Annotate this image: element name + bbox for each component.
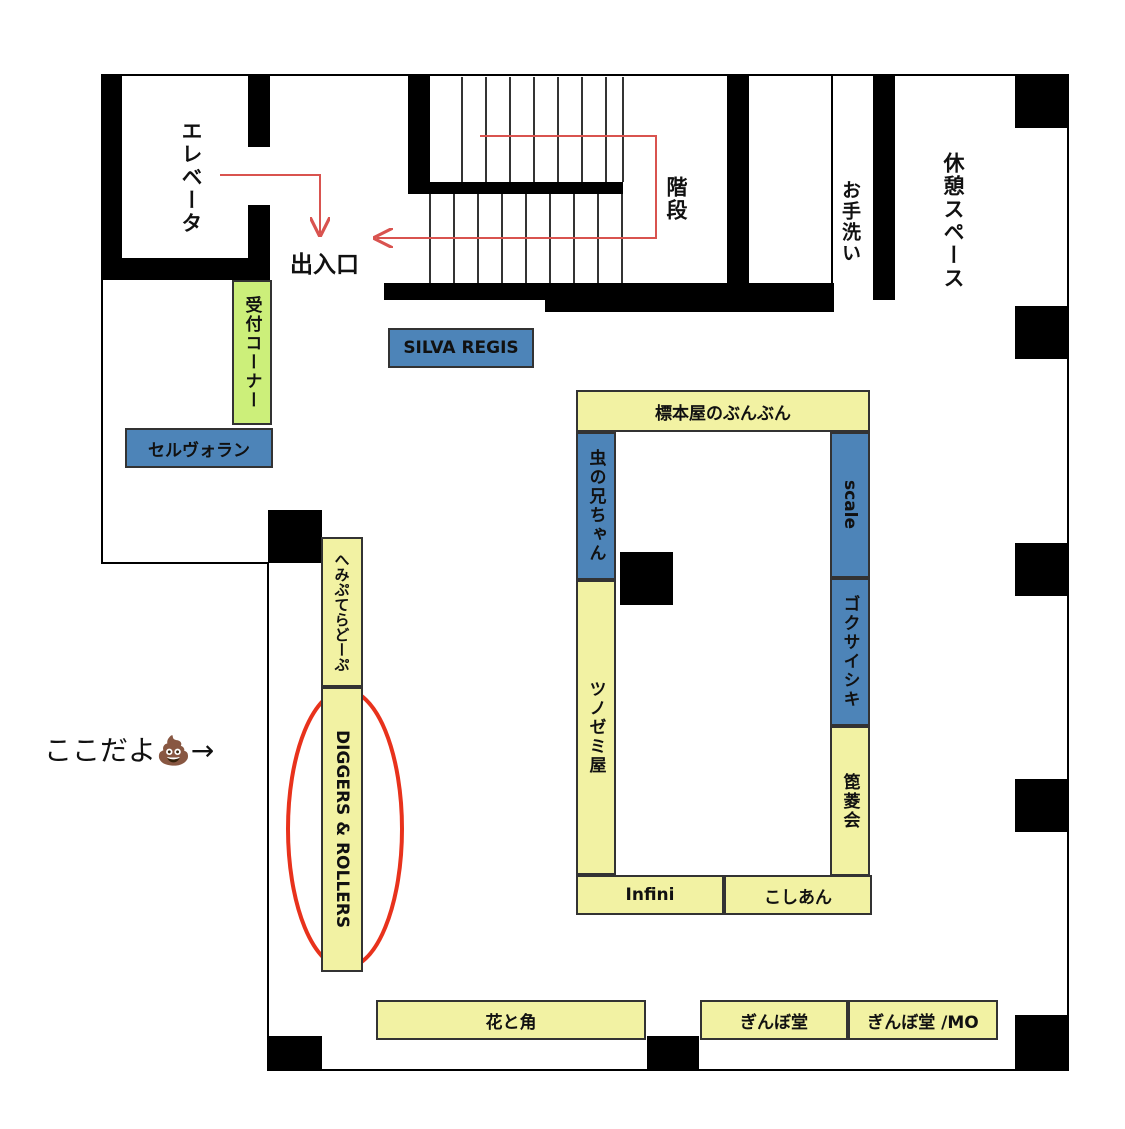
booth-diggers-rollers[interactable]: DIGGERS & ROLLERS	[321, 687, 363, 972]
booth-ginbodo[interactable]: ぎんぼ堂	[700, 1000, 848, 1040]
rest-space-label: 休憩スペース	[941, 152, 965, 290]
booth-diggers-rollers-label: DIGGERS & ROLLERS	[332, 730, 352, 929]
pillar	[1015, 1015, 1068, 1070]
booth-hemipu[interactable]: へみぷてらどーぷ	[321, 537, 363, 687]
booth-infini-label: Infini	[625, 885, 675, 905]
booth-shinryokai-label: 箆菱会	[839, 772, 860, 830]
booth-ginbodo-label: ぎんぼ堂	[740, 1012, 808, 1033]
booth-selvoran[interactable]: セルヴォラン	[125, 428, 273, 468]
stairs-label: 階段	[664, 176, 688, 222]
booth-koshian-label: こしあん	[764, 887, 832, 908]
booth-hyohonya-label: 標本屋のぶんぶん	[655, 403, 791, 424]
booth-gokusaishiki-label: ゴクサイシキ	[839, 595, 860, 709]
pillar	[647, 1036, 699, 1070]
elevator-route-arrow	[220, 174, 320, 233]
booth-tsunozemi-label: ツノゼミ屋	[585, 680, 606, 775]
stairs-wall-bottom-step	[545, 297, 834, 312]
booth-mushi-label: 虫の兄ちゃん	[585, 449, 606, 563]
booth-hanatotsuno-label: 花と角	[485, 1012, 537, 1033]
booth-reception-label: 受付コーナー	[241, 295, 262, 410]
booth-shinryokai[interactable]: 箆菱会	[830, 726, 870, 876]
stairs-wall-bottom	[384, 283, 834, 300]
booth-reception[interactable]: 受付コーナー	[232, 280, 272, 425]
entrance-label: 出入口	[290, 252, 359, 278]
elevator-wall-bottom	[102, 258, 270, 280]
stairs-wall-right	[727, 75, 749, 285]
elevator-wall-right-bottom	[248, 205, 270, 280]
booth-ginbodo-mo[interactable]: ぎんぼ堂 /MO	[848, 1000, 998, 1040]
booth-scale-label: scale	[840, 480, 860, 530]
booth-infini[interactable]: Infini	[576, 875, 724, 915]
pillar	[620, 552, 673, 605]
stairs-wall-mid	[408, 182, 623, 194]
booth-silva-regis-label: SILVA REGIS	[403, 338, 519, 358]
pillar	[268, 510, 322, 563]
booth-hanatotsuno[interactable]: 花と角	[376, 1000, 646, 1040]
booth-selvoran-label: セルヴォラン	[148, 440, 250, 461]
stairs-route-arrow	[377, 135, 657, 238]
booth-hemipu-label: へみぷてらどーぷ	[332, 552, 351, 672]
booth-ginbodo-mo-label: ぎんぼ堂 /MO	[867, 1012, 979, 1033]
booth-koshian[interactable]: こしあん	[724, 875, 872, 915]
booth-scale[interactable]: scale	[830, 432, 870, 578]
booth-mushi[interactable]: 虫の兄ちゃん	[576, 432, 616, 580]
booth-silva-regis[interactable]: SILVA REGIS	[388, 328, 534, 368]
here-pointer-label: ここだよ💩→	[44, 734, 215, 767]
elevator-label: エレベータ	[179, 120, 203, 235]
restroom-label: お手洗い	[839, 180, 861, 264]
booth-hyohonya[interactable]: 標本屋のぶんぶん	[576, 390, 870, 432]
restroom-wall	[873, 75, 895, 300]
elevator-wall-left	[102, 75, 122, 280]
booth-tsunozemi[interactable]: ツノゼミ屋	[576, 580, 616, 875]
pillar	[1015, 75, 1068, 128]
stairs-wall-left	[408, 75, 430, 193]
elevator-wall-right-top	[248, 75, 270, 147]
pillar	[1015, 306, 1068, 359]
pillar	[1015, 779, 1068, 832]
pillar	[1015, 543, 1068, 596]
stair-steps	[429, 77, 624, 283]
pillar	[268, 1036, 322, 1070]
booth-gokusaishiki[interactable]: ゴクサイシキ	[830, 578, 870, 726]
